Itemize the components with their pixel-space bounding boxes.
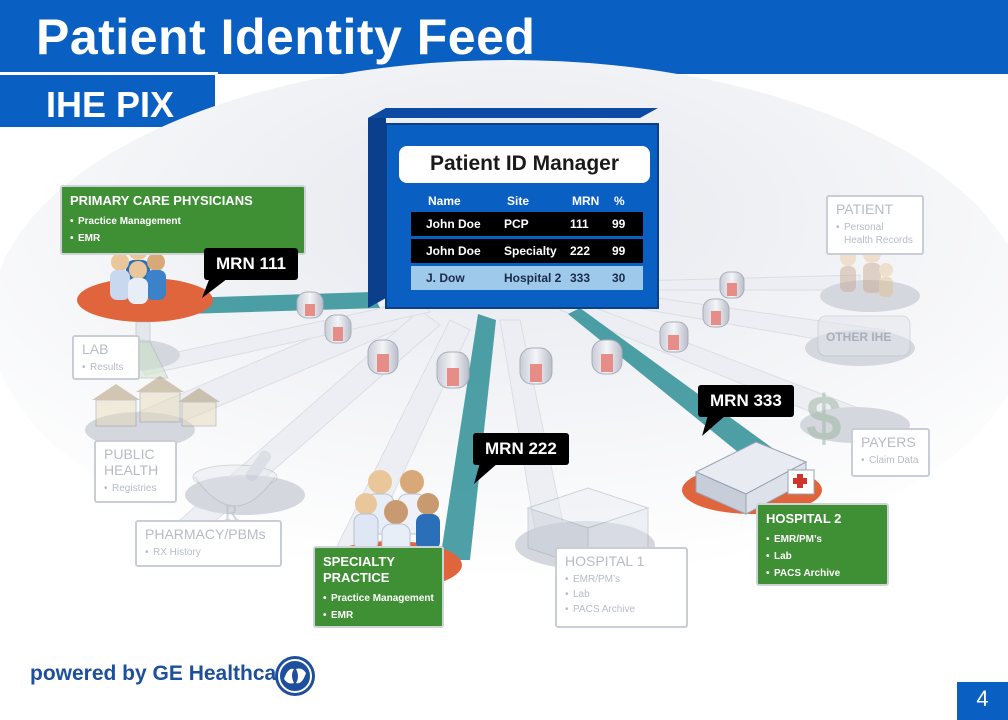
other-ihe-label: OTHER IHE [826, 330, 892, 344]
dollar-sign-icon: $ [806, 382, 842, 454]
hospital2-card-item: EMR/PM’s [766, 531, 879, 548]
pharmacy-card: PHARMACY/PBMs RX History [135, 520, 282, 567]
cell-mrn: 222 [570, 244, 591, 258]
hospital1-card-item: Lab [565, 587, 678, 602]
data-cylinder-icon [296, 271, 745, 389]
mrn-bubble-pcp: MRN 111 [204, 248, 298, 280]
cell-site: Hospital 2 [504, 271, 562, 285]
houses-icon [92, 376, 220, 427]
cell-site: Specialty [504, 244, 557, 258]
table-row: John Doe PCP 111 99 [411, 212, 643, 236]
hospital1-card-item: PACS Archive [565, 602, 678, 617]
mrn-bubble-hospital2: MRN 333 [698, 385, 794, 417]
hospital2-card: HOSPITAL 2 EMR/PM’s Lab PACS Archive [756, 503, 889, 586]
specialty-card-item: Practice Management [323, 590, 434, 607]
table-row: J. Dow Hospital 2 333 30 [411, 266, 643, 290]
mrn-bubble-specialty: MRN 222 [473, 433, 569, 465]
lab-card: LAB Results [72, 335, 140, 380]
hospital1-card-title: HOSPITAL 1 [565, 553, 645, 569]
cell-site: PCP [504, 217, 529, 231]
cell-mrn: 111 [570, 217, 589, 231]
hospital1-card-item: EMR/PM’s [565, 572, 678, 587]
manager-title: Patient ID Manager [429, 152, 620, 175]
pcp-card-title: PRIMARY CARE PHYSICIANS [70, 193, 253, 208]
column-header-name: Name [428, 194, 461, 208]
lab-card-title: LAB [82, 341, 109, 357]
cell-name: John Doe [426, 217, 481, 231]
column-header-percent: % [614, 194, 625, 208]
hospital2-card-item: Lab [766, 548, 879, 565]
hospital-building-icon [694, 441, 815, 515]
patient-card: PATIENT Personal Health Records [826, 195, 924, 255]
svg-text:R: R [224, 500, 239, 525]
column-header-site: Site [507, 194, 530, 208]
specialty-card-title-line2: PRACTICE [323, 570, 390, 585]
pharmacy-card-item: RX History [145, 545, 272, 560]
cell-name: John Doe [426, 244, 481, 258]
payers-card-item: Claim Data [861, 453, 920, 468]
pcp-card: PRIMARY CARE PHYSICIANS Practice Managem… [60, 185, 306, 255]
manager-title-pill [399, 146, 650, 183]
pcp-card-item: Practice Management [70, 213, 296, 230]
page-title: Patient Identity Feed [36, 9, 536, 65]
payers-card-title: PAYERS [861, 434, 916, 450]
cell-percent: 30 [612, 271, 626, 285]
page-number-box [957, 682, 1008, 720]
public-health-card-title-line2: HEALTH [104, 462, 159, 478]
cell-name: J. Dow [426, 271, 465, 285]
mortar-pestle-icon [192, 450, 278, 507]
specialty-card-item: EMR [323, 607, 434, 624]
ge-logo-icon [275, 656, 315, 696]
cell-mrn: 333 [570, 271, 591, 285]
pharmacy-card-title: PHARMACY/PBMs [145, 526, 266, 542]
public-health-card-title-line1: PUBLIC [104, 446, 155, 462]
footer-brand-text: powered by GE Healthcare [30, 662, 297, 685]
cell-percent: 99 [612, 217, 626, 231]
hospital2-card-title: HOSPITAL 2 [766, 511, 842, 526]
column-header-mrn: MRN [572, 194, 600, 208]
patient-card-item-cont: Health Records [844, 235, 913, 246]
specialty-card-title-line1: SPECIALTY [323, 554, 395, 569]
people-group-icon [353, 470, 440, 555]
specialty-card: SPECIALTY PRACTICE Practice Management E… [313, 546, 444, 628]
payers-card: PAYERS Claim Data [851, 428, 930, 477]
pcp-card-item: EMR [70, 230, 296, 247]
table-row: John Doe Specialty 222 99 [411, 239, 643, 263]
patient-card-title: PATIENT [836, 201, 894, 217]
public-health-card: PUBLIC HEALTH Registries [94, 440, 177, 503]
public-health-card-item: Registries [104, 481, 167, 496]
lab-card-item: Results [82, 360, 130, 375]
patient-card-item: Personal [836, 220, 914, 235]
hospital2-card-item: PACS Archive [766, 565, 879, 582]
cell-percent: 99 [612, 244, 626, 258]
page-number: 4 [976, 686, 989, 711]
page-subtitle: IHE PIX [46, 84, 175, 125]
hospital1-card: HOSPITAL 1 EMR/PM’s Lab PACS Archive [555, 547, 688, 628]
